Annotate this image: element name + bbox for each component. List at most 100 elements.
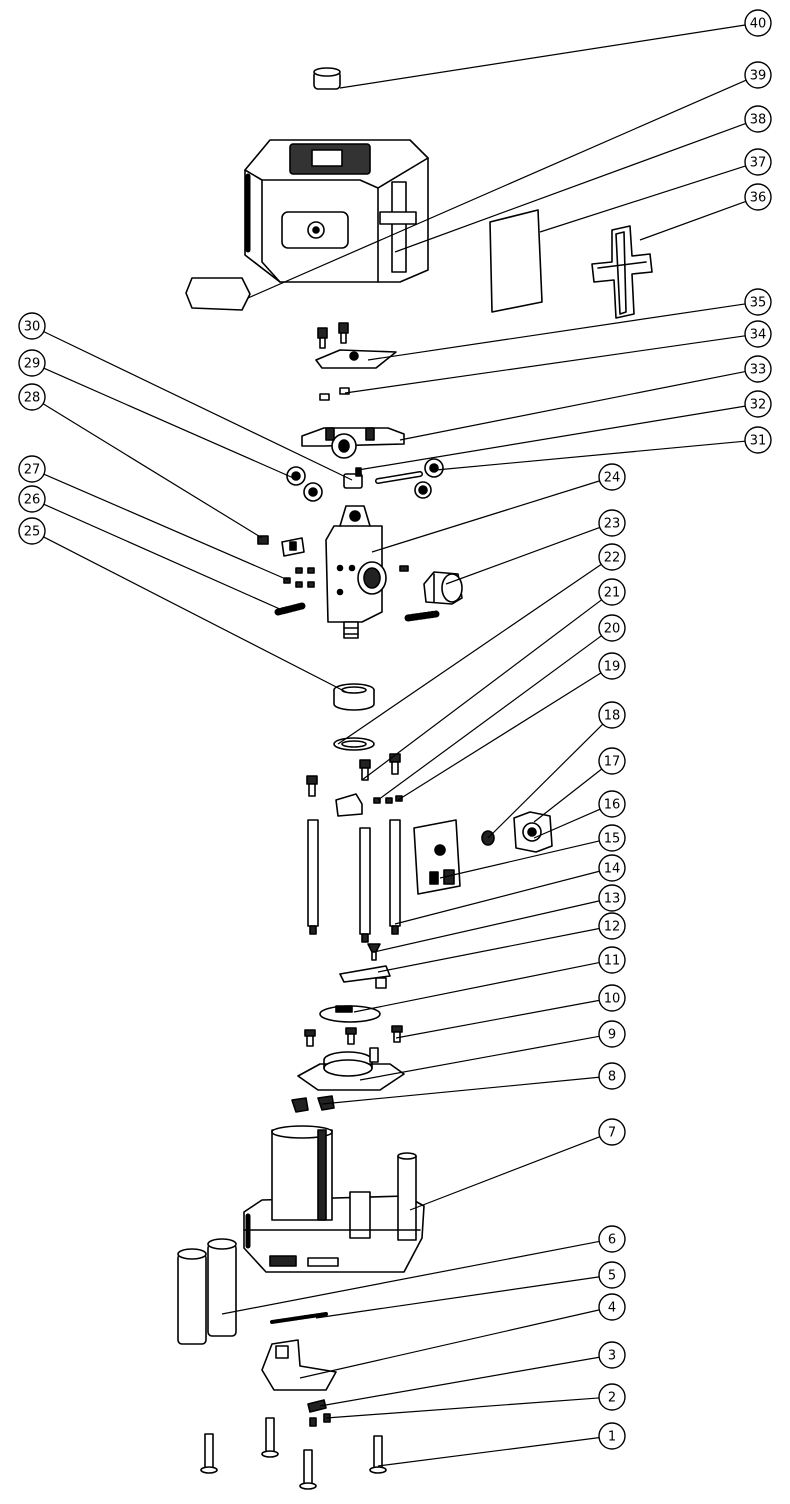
callout-27: 27 [18,455,46,483]
part-20-clips [335,793,403,817]
callout-number: 34 [750,328,767,343]
leader-line [533,768,603,823]
part-17-lens [513,811,553,853]
callout-number: 8 [608,1070,616,1085]
callout-number: 12 [604,920,621,935]
callout-number: 7 [608,1126,616,1141]
leader-line [409,1136,601,1211]
callout-number: 14 [604,862,621,877]
leader-line [399,370,746,441]
callout-29: 29 [18,349,46,377]
part-40-cap [313,67,341,90]
callout-number: 24 [604,471,621,486]
callout-circle [598,790,626,818]
callout-circle [744,288,772,316]
leader-line [43,503,283,611]
callout-25: 25 [18,517,46,545]
leader-line [445,526,601,585]
callout-circle [598,747,626,775]
part-39-window [185,277,251,311]
callout-9: 9 [598,1020,626,1048]
callout-34: 34 [744,320,772,348]
callout-circle [598,1062,626,1090]
callout-circle [598,509,626,537]
callout-24: 24 [598,463,626,491]
leader-line [357,405,746,471]
callout-number: 23 [604,517,621,532]
part-28-clip [257,535,305,557]
leader-line [247,79,747,299]
callout-40: 40 [744,9,772,37]
callout-13: 13 [598,884,626,912]
callout-30: 30 [18,312,46,340]
part-3-clip [307,1399,327,1413]
leader-line [377,1437,600,1467]
callout-number: 25 [24,525,41,540]
callout-39: 39 [744,61,772,89]
part-22-ring [333,737,375,751]
callout-number: 28 [24,391,41,406]
callout-23: 23 [598,509,626,537]
leader-line [359,1035,600,1081]
callout-6: 6 [598,1225,626,1253]
part-25-magnet [333,683,375,711]
callout-16: 16 [598,790,626,818]
callout-number: 40 [750,17,767,32]
callout-15: 15 [598,824,626,852]
part-standoffs [307,819,401,943]
callout-1: 1 [598,1422,626,1450]
callout-number: 13 [604,892,621,907]
callout-circle [598,1020,626,1048]
callout-circle [744,426,772,454]
part-39-top-housing [244,139,429,283]
callout-number: 20 [604,622,621,637]
callout-number: 26 [24,493,41,508]
leader-line [394,122,746,253]
part-34-blocks [319,387,350,401]
callout-number: 37 [750,156,767,171]
leader-line [325,1397,600,1419]
leader-line [397,672,602,801]
callout-circle [18,349,46,377]
part-27-pins [283,567,315,588]
callout-circle [598,614,626,642]
callout-28: 28 [18,383,46,411]
callout-11: 11 [598,946,626,974]
leader-line [344,335,746,394]
leader-line [439,840,600,879]
part-6-batteries [177,1238,237,1345]
leader-line [639,200,746,241]
callout-number: 16 [604,798,621,813]
part-7-bottom-housing [243,1125,425,1273]
callout-18: 18 [598,701,626,729]
callout-26: 26 [18,485,46,513]
callout-circle [18,455,46,483]
callout-number: 38 [750,113,767,128]
callout-number: 39 [750,69,767,84]
callout-number: 3 [608,1349,616,1364]
part-31-bearings [414,458,444,499]
callout-circle [744,105,772,133]
leader-line [371,480,600,553]
callout-circle [18,312,46,340]
callout-number: 21 [604,586,621,601]
leader-line [539,165,746,233]
callout-number: 33 [750,363,767,378]
leader-line [42,403,263,539]
callout-number: 9 [608,1028,616,1043]
leader-line [321,1076,600,1105]
leader-lines-layer [42,24,747,1467]
leader-line [43,536,347,693]
callout-22: 22 [598,543,626,571]
callout-circle [598,854,626,882]
callout-21: 21 [598,578,626,606]
callout-circle [598,1422,626,1450]
callout-number: 35 [750,296,767,311]
callout-circle [598,912,626,940]
callout-10: 10 [598,984,626,1012]
part-19-board [413,819,461,895]
part-21-screws [306,753,401,797]
part-23-knob [423,571,463,605]
part-35-plate [315,322,397,369]
callout-number: 29 [24,357,41,372]
